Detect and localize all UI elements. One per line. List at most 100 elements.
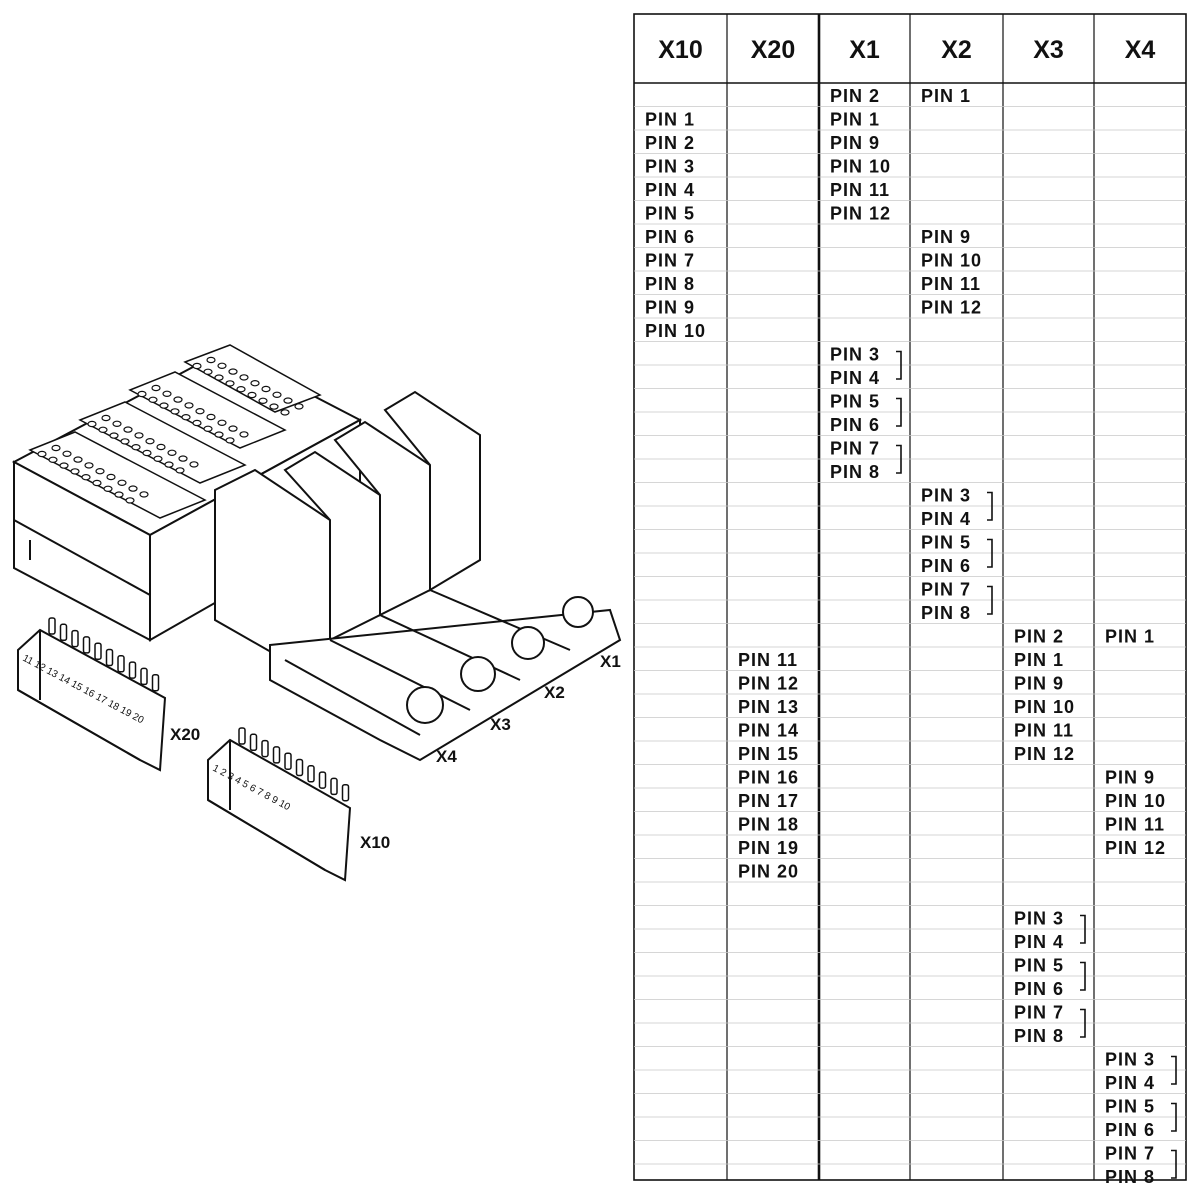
- pin-cell: PIN 2: [830, 86, 880, 106]
- pin-cell: PIN 4: [1105, 1073, 1155, 1093]
- pin-cell: PIN 1: [645, 110, 695, 130]
- pin-cell: PIN 8: [645, 274, 695, 294]
- pin-cell: PIN 9: [830, 133, 880, 153]
- connector-pin: [151, 673, 160, 692]
- connector-pin: [82, 636, 91, 654]
- pin-cell: PIN 13: [738, 697, 799, 717]
- pin-cell: PIN 6: [1014, 979, 1064, 999]
- connector-pin: [94, 642, 102, 660]
- pin-cell: PIN 11: [830, 180, 890, 200]
- connector-pin: [128, 661, 137, 679]
- pair-bracket: [1171, 1055, 1177, 1085]
- pin-cell: PIN 1: [1105, 627, 1155, 647]
- terminal-hole: [173, 396, 183, 403]
- terminal-hole: [128, 485, 138, 492]
- table-body: PIN 2 PIN 1 PIN 1 PIN 1 PIN 2 PIN 9 PIN 3 PIN 1…: [645, 86, 1166, 1187]
- terminal-hole: [283, 397, 293, 404]
- terminal-block-rows: [28, 344, 322, 519]
- pin-cell: PIN 16: [738, 768, 799, 788]
- terminal-hole: [167, 449, 177, 456]
- terminal-hole: [112, 420, 122, 427]
- terminal-hole: [84, 462, 94, 469]
- pin-cell: PIN 10: [1014, 697, 1075, 717]
- terminal-hole: [134, 432, 144, 439]
- pin-cell: PIN 11: [738, 650, 798, 670]
- pin-cell: PIN 7: [921, 580, 971, 600]
- pin-cell: PIN 6: [645, 227, 695, 247]
- pin-cell: PIN 12: [921, 298, 982, 318]
- pin-cell: PIN 8: [830, 462, 880, 482]
- connector-pin: [261, 739, 269, 758]
- pair-bracket: [987, 491, 993, 521]
- connector-pin: [140, 667, 148, 686]
- label-x2: X2: [544, 683, 565, 702]
- terminal-hole: [184, 402, 194, 409]
- connector-x10-pins: [238, 727, 350, 802]
- pin-cell: PIN 9: [645, 298, 695, 318]
- column-header: X2: [941, 36, 972, 64]
- connector-x20-pins: [48, 617, 160, 692]
- pair-bracket: [1080, 961, 1086, 991]
- pair-bracket: [1171, 1149, 1177, 1179]
- terminal-hole: [70, 468, 80, 475]
- terminal-hole: [162, 390, 172, 397]
- pin-cell: PIN 8: [1105, 1167, 1155, 1187]
- terminal-hole: [178, 455, 188, 462]
- terminal-hole: [142, 449, 152, 457]
- connector-pin: [307, 765, 315, 783]
- pin-cell: PIN 12: [1014, 744, 1075, 764]
- pin-cell: PIN 5: [1014, 956, 1064, 976]
- terminal-hole: [109, 432, 119, 439]
- terminal-hole: [137, 390, 147, 398]
- terminal-hole: [139, 491, 149, 498]
- connector-pin: [341, 783, 350, 802]
- pin-cell: PIN 10: [921, 251, 982, 271]
- pin-pair-brackets: [896, 350, 1177, 1179]
- pin-cell: PIN 20: [738, 862, 799, 882]
- label-x4: X4: [436, 747, 457, 766]
- terminal-hole: [120, 438, 130, 445]
- terminal-hole: [51, 444, 61, 452]
- terminal-hole: [98, 426, 108, 433]
- pin-cell: PIN 12: [1105, 838, 1166, 858]
- pin-cell: PIN 5: [1105, 1097, 1155, 1117]
- terminal-hole: [87, 420, 97, 428]
- pin-cell: PIN 4: [830, 368, 880, 388]
- terminal-hole: [164, 461, 174, 468]
- pin-cell: PIN 3: [921, 486, 971, 506]
- pin-cell: PIN 10: [830, 157, 891, 177]
- pin-cell: PIN 2: [645, 133, 695, 153]
- connector-x20: [17, 628, 167, 772]
- pin-cell: PIN 1: [830, 110, 880, 130]
- connector-pin: [117, 655, 125, 673]
- pin-cell: PIN 7: [645, 251, 695, 271]
- terminal-hole: [156, 443, 166, 451]
- slot-modules: [214, 390, 622, 762]
- connector-pin: [284, 752, 292, 770]
- terminal-hole: [159, 402, 169, 409]
- terminal-hole: [228, 425, 238, 432]
- label-x10: X10: [360, 833, 390, 852]
- terminal-holes: [37, 356, 304, 504]
- pair-bracket: [1080, 1008, 1086, 1038]
- terminal-hole: [48, 456, 58, 463]
- terminal-hole: [261, 385, 271, 393]
- pin-cell: PIN 8: [1014, 1026, 1064, 1046]
- pin-cell: PIN 9: [1014, 674, 1064, 694]
- pin-cell: PIN 19: [738, 838, 799, 858]
- pair-bracket: [1171, 1102, 1177, 1132]
- terminal-hole: [269, 403, 279, 410]
- terminal-hole: [170, 408, 180, 415]
- terminal-hole: [59, 462, 69, 469]
- terminal-hole: [203, 425, 213, 432]
- connector-pin: [318, 771, 327, 789]
- pin-cell: PIN 1: [1014, 650, 1064, 670]
- terminal-hole: [103, 485, 113, 492]
- terminal-hole: [125, 497, 135, 504]
- pair-bracket: [987, 538, 993, 568]
- terminal-hole: [81, 474, 91, 481]
- pin-cell: PIN 1: [921, 86, 971, 106]
- terminal-hole: [217, 362, 227, 369]
- connector-pin: [71, 629, 79, 648]
